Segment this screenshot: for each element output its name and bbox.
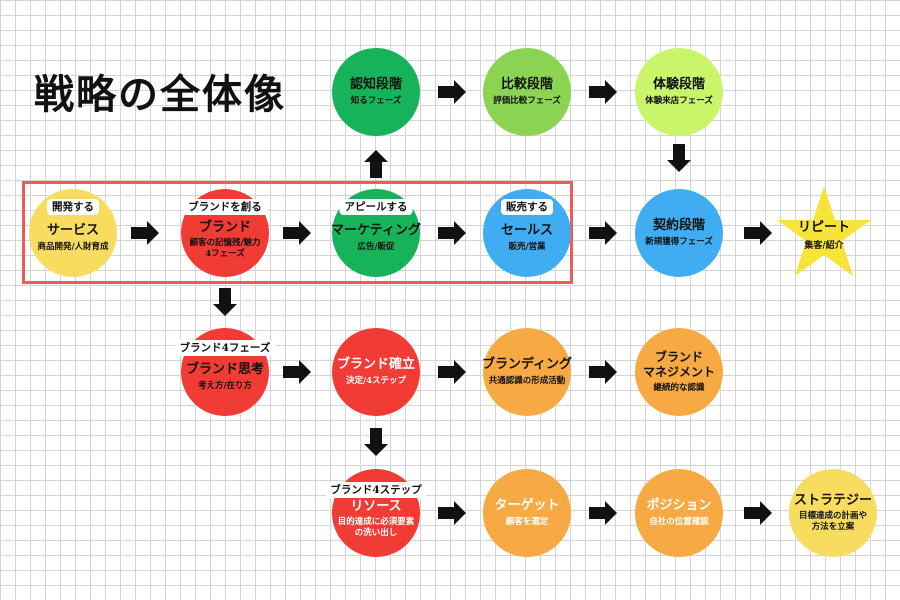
arrow-experience-to-contract [667, 144, 691, 172]
arrow-thinking-to-establish [283, 360, 311, 384]
node-brand-establish: ブランド確立 決定/4ステップ [332, 328, 420, 416]
node-title: 比較段階 [500, 77, 553, 93]
arrow-establish-to-resource [364, 428, 388, 456]
node-subtitle: 評価比較フェーズ [493, 95, 561, 106]
node-contract: 契約段階 新規獲得フェーズ [635, 189, 723, 277]
arrow-position-to-strategy [744, 501, 772, 525]
node-title: サービス [46, 223, 99, 239]
node-title: リソース [350, 498, 402, 514]
node-title: ポジション [646, 498, 712, 514]
node-subtitle: 考え方/在り方 [197, 380, 253, 391]
arrow-service-to-brand [131, 221, 159, 245]
node-title: ブランド [198, 219, 251, 235]
page-title: 戦略の全体像 [34, 72, 286, 118]
node-repeat: リピート 集客/紹介 [774, 184, 874, 280]
node-subtitle-line: 目標達成の計画や [798, 511, 867, 522]
arrow-marketing-to-sales [438, 221, 466, 245]
node-subtitle: 新規獲得フェーズ [645, 236, 713, 247]
node-subtitle: 集客/紹介 [804, 240, 844, 251]
node-awareness: 認知段階 知るフェーズ [332, 48, 420, 136]
node-subtitle-line: 4フェーズ [205, 249, 245, 260]
node-subtitle: 継続的な認識 [653, 382, 705, 393]
node-title-line: ブランド [654, 349, 703, 364]
node-subtitle: 目標達成の計画や 方法を立案 [799, 511, 867, 533]
tag-sell: 販売する [501, 199, 553, 215]
node-subtitle: 体験来店フェーズ [645, 95, 713, 106]
node-comparison: 比較段階 評価比較フェーズ [483, 48, 571, 136]
tag-brand-4-phase: ブランド4フェーズ [174, 340, 276, 356]
node-experience: 体験段階 体験来店フェーズ [635, 48, 723, 136]
node-subtitle-line: 目的達成に必須要素 [337, 517, 415, 528]
node-title: 認知段階 [349, 77, 402, 93]
star-text: リピート 集客/紹介 [774, 220, 874, 251]
node-title-line: マネジメント [642, 364, 715, 379]
main-flow-frame [22, 181, 573, 284]
arrow-contract-to-repeat [744, 221, 772, 245]
tag-develop: 開発する [47, 199, 99, 215]
node-brand: ブランド 顧客の記憶残/魅力 4フェーズ [181, 189, 269, 277]
node-subtitle: 自社の位置確認 [649, 516, 709, 527]
tag-brand-4-step: ブランド4ステップ [325, 482, 427, 498]
node-branding: ブランディング 共通認識の形成活動 [481, 328, 573, 416]
node-title: ストラテジー [793, 492, 872, 508]
arrow-sales-to-contract [589, 221, 617, 245]
node-subtitle-line: 顧客の記憶残/魅力 [189, 238, 261, 249]
node-subtitle: 共通認識の形成活動 [488, 375, 566, 386]
node-subtitle: 目的達成に必須要素 の洗い出し [338, 517, 415, 539]
arrow-comparison-to-experience [589, 80, 617, 104]
node-subtitle: 顧客の記憶残/魅力 4フェーズ [189, 238, 260, 260]
node-subtitle: 販売/営業 [508, 241, 546, 252]
arrow-brand-to-marketing [283, 221, 311, 245]
arrow-branding-to-management [589, 360, 617, 384]
node-title: ターゲット [494, 498, 560, 514]
arrow-establish-to-branding [438, 360, 466, 384]
node-title: ブランディング [481, 357, 573, 373]
node-title: マーケティング [331, 223, 421, 239]
arrow-marketing-to-awareness [364, 150, 388, 178]
node-position: ポジション 自社の位置確認 [635, 469, 723, 557]
node-subtitle: 知るフェーズ [350, 95, 402, 106]
arrow-awareness-to-comparison [438, 80, 466, 104]
node-title: 体験段階 [652, 77, 705, 93]
node-title: リピート [797, 220, 850, 235]
arrow-resource-to-target [438, 501, 466, 525]
node-title: セールス [500, 223, 553, 239]
node-subtitle: 決定/4ステップ [345, 375, 407, 386]
node-subtitle: 広告/販促 [357, 241, 395, 252]
star-shape [777, 186, 871, 276]
node-subtitle-line: の洗い出し [354, 528, 398, 539]
arrow-target-to-position [589, 501, 617, 525]
node-subtitle-line: 方法を立案 [811, 522, 855, 533]
node-target: ターゲット 顧客を選定 [483, 469, 571, 557]
node-subtitle: 顧客を選定 [505, 516, 549, 527]
node-title: ブランド思考 [185, 362, 264, 378]
node-title: ブランド確立 [336, 357, 415, 373]
tag-create-brand: ブランドを創る [183, 199, 267, 215]
node-title: 契約段階 [652, 218, 705, 234]
node-strategy: ストラテジー 目標達成の計画や 方法を立案 [789, 469, 877, 557]
tag-appeal: アピールする [339, 199, 413, 215]
node-subtitle: 商品開発/人財育成 [37, 241, 109, 252]
arrow-brand-to-thinking [213, 288, 237, 316]
node-brand-management: ブランド マネジメント 継続的な認識 [635, 328, 723, 416]
